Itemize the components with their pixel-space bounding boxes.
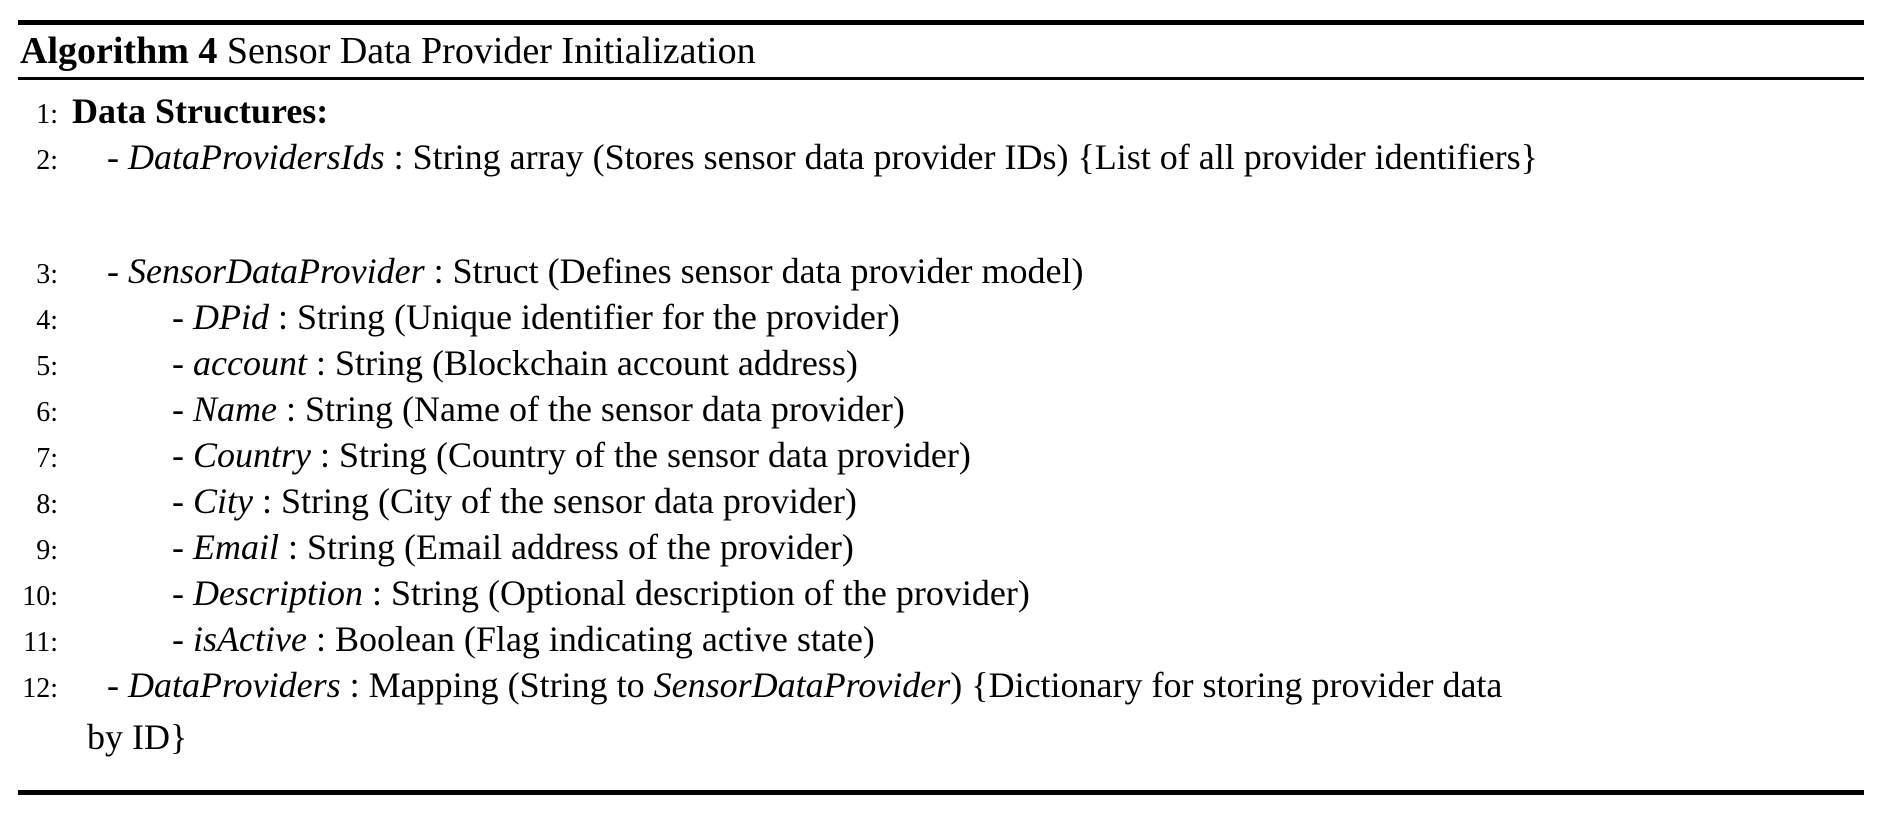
line-text: - — [172, 297, 193, 337]
line-text: : String (Unique identifier for the prov… — [269, 297, 900, 337]
variable-name: DataProvidersIds — [128, 137, 385, 177]
variable-name: Email — [193, 527, 279, 567]
algo-line: 12:- DataProviders : Mapping (String to … — [18, 662, 1864, 708]
line-text: : String (Email address of the provider) — [279, 527, 854, 567]
line-text: : String array (Stores sensor data provi… — [384, 137, 1538, 177]
line-content: - Name : String (Name of the sensor data… — [58, 386, 905, 432]
algo-line: 6:- Name : String (Name of the sensor da… — [18, 386, 1864, 432]
variable-name: SensorDataProvider — [653, 665, 951, 705]
line-text: - — [107, 137, 128, 177]
algo-line: 8:- City : String (City of the sensor da… — [18, 478, 1864, 524]
line-text: ) {Dictionary for storing provider data — [950, 665, 1503, 705]
algo-line: 7:- Country : String (Country of the sen… — [18, 432, 1864, 478]
variable-name: DPid — [193, 297, 269, 337]
algo-line: by ID} — [18, 708, 1864, 766]
algorithm-title-caption: Sensor Data Provider Initialization — [217, 30, 756, 72]
line-text: : Struct (Defines sensor data provider m… — [424, 251, 1084, 291]
line-content: - SensorDataProvider : Struct (Defines s… — [58, 248, 1083, 294]
variable-name: Country — [193, 435, 312, 475]
line-content: - isActive : Boolean (Flag indicating ac… — [58, 616, 875, 662]
line-content: - DataProvidersIds : String array (Store… — [58, 134, 1538, 180]
line-text: : Boolean (Flag indicating active state) — [306, 619, 875, 659]
line-number: 9: — [36, 535, 58, 566]
line-text: - — [172, 527, 193, 567]
line-text: Data Structures: — [72, 91, 329, 131]
algo-line: 5:- account : String (Blockchain account… — [18, 340, 1864, 386]
line-content: - Email : String (Email address of the p… — [58, 524, 854, 570]
line-text: - — [107, 665, 128, 705]
line-number: 3: — [36, 259, 58, 290]
line-number: 11: — [23, 627, 58, 658]
line-text: - — [172, 573, 193, 613]
line-text: : String (Optional description of the pr… — [362, 573, 1030, 613]
line-text: : String (Name of the sensor data provid… — [277, 389, 905, 429]
variable-name: Description — [193, 573, 363, 613]
line-text: : String (City of the sensor data provid… — [253, 481, 857, 521]
line-text: - — [172, 481, 193, 521]
line-number: 1: — [36, 99, 58, 130]
line-content: - account : String (Blockchain account a… — [58, 340, 858, 386]
title-separator-rule — [18, 77, 1864, 80]
algo-line: 1: Data Structures: — [18, 88, 1864, 134]
algorithm-lines: 1:Data Structures:2:- DataProvidersIds :… — [18, 80, 1864, 766]
algo-line: 10:- Description : String (Optional desc… — [18, 570, 1864, 616]
line-content: - Country : String (Country of the senso… — [58, 432, 971, 478]
algorithm-title: Algorithm 4 Sensor Data Provider Initial… — [18, 25, 1864, 77]
line-content: - Description : String (Optional descrip… — [58, 570, 1030, 616]
variable-name: SensorDataProvider — [128, 251, 425, 291]
line-number: 5: — [36, 351, 58, 382]
algo-line: 9:- Email : String (Email address of the… — [18, 524, 1864, 570]
line-content: Data Structures: — [58, 88, 328, 134]
line-text: : String (Blockchain account address) — [306, 343, 858, 383]
line-number: 6: — [36, 397, 58, 428]
line-text: - — [172, 343, 193, 383]
variable-name: DataProviders — [128, 665, 341, 705]
line-text: - — [172, 435, 193, 475]
algo-line: 3:- SensorDataProvider : Struct (Defines… — [18, 248, 1864, 294]
line-text: by ID} — [87, 717, 188, 757]
line-content: by ID} — [58, 708, 187, 766]
algorithm-block: Algorithm 4 Sensor Data Provider Initial… — [18, 20, 1864, 795]
algorithm-title-label: Algorithm 4 — [20, 30, 218, 72]
algo-line: 11:- isActive : Boolean (Flag indicating… — [18, 616, 1864, 662]
line-content: - DPid : String (Unique identifier for t… — [58, 294, 900, 340]
variable-name: City — [193, 481, 253, 521]
line-content: - City : String (City of the sensor data… — [58, 478, 857, 524]
line-text: - — [107, 251, 128, 291]
algo-line-spacer — [18, 180, 1864, 248]
algo-line: 4:- DPid : String (Unique identifier for… — [18, 294, 1864, 340]
line-text: - — [172, 389, 193, 429]
line-number: 8: — [36, 489, 58, 520]
line-text: - — [172, 619, 193, 659]
line-text: : String (Country of the sensor data pro… — [311, 435, 971, 475]
line-content: - DataProviders : Mapping (String to Sen… — [58, 662, 1502, 708]
variable-name: account — [193, 343, 307, 383]
line-text: : Mapping (String to — [340, 665, 654, 705]
line-number: 2: — [36, 145, 58, 176]
line-number: 10: — [22, 581, 58, 612]
bottom-rule — [18, 790, 1864, 795]
line-number: 4: — [36, 305, 58, 336]
line-number: 7: — [36, 443, 58, 474]
variable-name: Name — [193, 389, 277, 429]
variable-name: isActive — [193, 619, 307, 659]
top-rule — [18, 20, 1864, 25]
line-number: 12: — [22, 673, 58, 704]
algo-line: 2:- DataProvidersIds : String array (Sto… — [18, 134, 1864, 180]
